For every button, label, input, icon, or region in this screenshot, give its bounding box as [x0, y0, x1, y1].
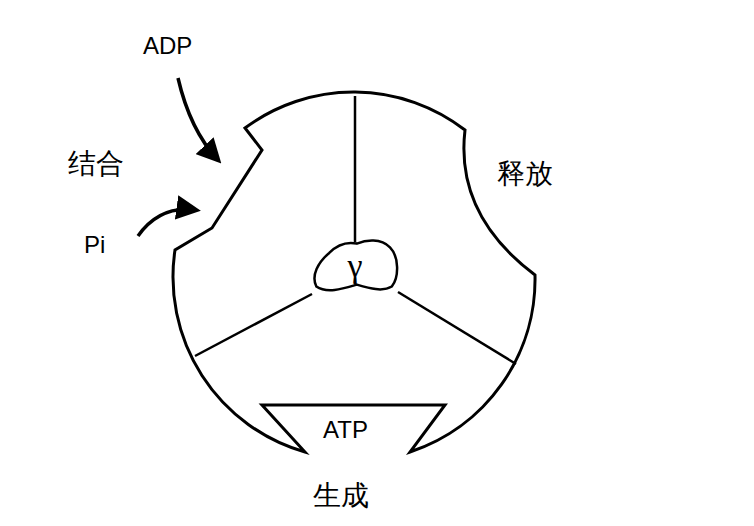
gamma-subunit: γ — [309, 238, 401, 294]
stage-label: Pi — [84, 233, 105, 257]
subunit-divider — [195, 294, 312, 356]
subunit-divider — [354, 96, 357, 242]
product-label: ATP — [323, 418, 368, 442]
subunit-label: γ — [347, 249, 362, 283]
gamma-outline-path — [314, 241, 397, 291]
stage-label: 生成 — [313, 482, 369, 510]
binding-arrow — [138, 209, 196, 236]
stage-label: 结合 — [68, 150, 124, 178]
stage-label: ADP — [143, 34, 192, 58]
subunit-divider — [398, 292, 516, 364]
f1-head-outline — [173, 92, 535, 452]
stage-label: 释放 — [497, 160, 553, 188]
binding-arrow — [178, 78, 218, 160]
